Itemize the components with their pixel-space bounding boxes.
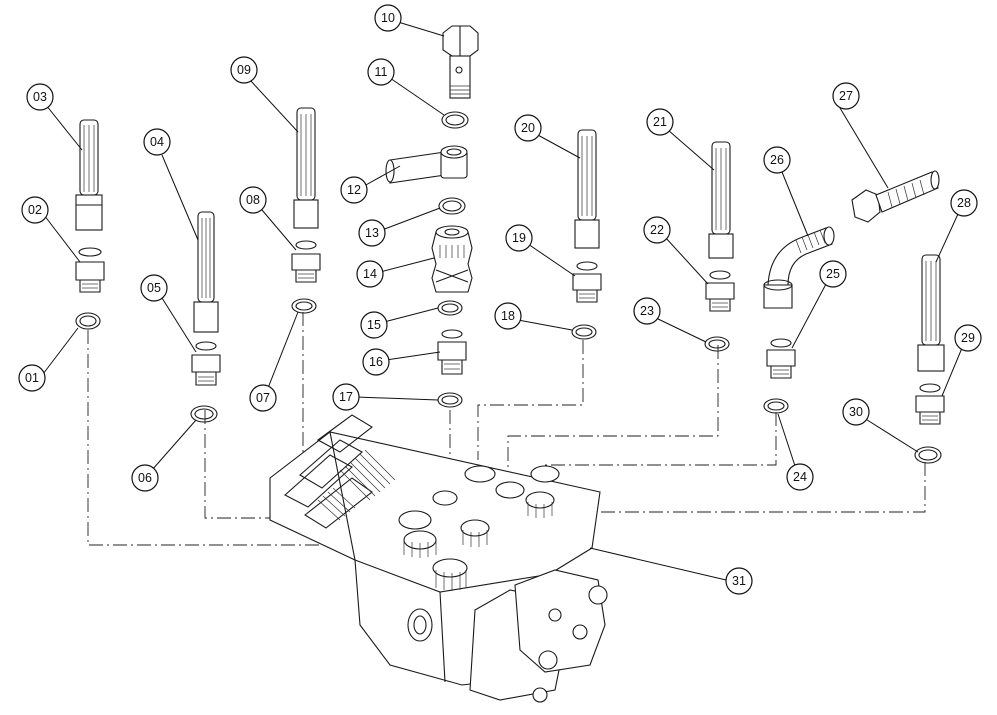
- part-03-tube: [75, 119, 103, 231]
- callout-16: 16: [362, 348, 441, 376]
- callout-23: 23: [633, 297, 707, 343]
- part-09-tube: [293, 107, 319, 229]
- svg-text:23: 23: [640, 304, 654, 318]
- svg-text:22: 22: [650, 223, 664, 237]
- callout-17: 17: [332, 383, 439, 411]
- svg-text:15: 15: [367, 318, 381, 332]
- part-22-fitting: [705, 270, 735, 312]
- svg-text:21: 21: [653, 115, 667, 129]
- callout-08: 08: [239, 186, 297, 251]
- part-28-tube: [917, 254, 945, 372]
- svg-text:10: 10: [381, 11, 395, 25]
- callout-22: 22: [643, 216, 709, 285]
- svg-text:31: 31: [732, 574, 746, 588]
- callout-27: 27: [832, 82, 889, 189]
- svg-text:24: 24: [793, 470, 807, 484]
- svg-text:16: 16: [369, 355, 383, 369]
- part-10-banjo-bolt: [442, 25, 479, 99]
- part-05-fitting: [191, 341, 221, 386]
- part-30-o-ring: [914, 446, 942, 464]
- part-14-check-valve: [431, 225, 473, 293]
- svg-text:28: 28: [957, 196, 971, 210]
- svg-text:03: 03: [33, 90, 47, 104]
- svg-text:11: 11: [375, 65, 388, 79]
- svg-text:13: 13: [365, 226, 379, 240]
- svg-text:20: 20: [521, 121, 535, 135]
- part-19-fitting: [572, 261, 602, 303]
- callout-26: 26: [763, 146, 809, 237]
- callout-03: 03: [26, 83, 83, 151]
- part-06-o-ring: [190, 405, 218, 423]
- part-12-banjo-fitting: [385, 145, 468, 184]
- part-25-fitting: [766, 338, 796, 379]
- callout-15: 15: [360, 307, 439, 339]
- callout-25: 25: [791, 260, 847, 349]
- callout-11: 11: [367, 58, 445, 116]
- part-26-elbow: [763, 226, 835, 309]
- svg-text:04: 04: [150, 135, 164, 149]
- part-24-o-ring: [763, 398, 789, 414]
- part-20-tube: [574, 129, 600, 249]
- part-13-washer: [438, 197, 466, 215]
- part-27-tube: [851, 170, 940, 223]
- part-08-fitting: [291, 240, 321, 283]
- callout-24: 24: [777, 413, 814, 491]
- callout-07: 07: [249, 311, 299, 412]
- part-07-o-ring: [291, 298, 317, 314]
- callouts: 01 02 03 04 05 06 07 08: [18, 4, 982, 595]
- callout-28: 28: [935, 189, 978, 263]
- svg-text:05: 05: [147, 281, 161, 295]
- callout-20: 20: [514, 114, 581, 159]
- callout-10: 10: [374, 4, 445, 37]
- svg-text:29: 29: [961, 331, 975, 345]
- callout-02: 02: [21, 196, 81, 263]
- svg-text:01: 01: [25, 371, 39, 385]
- part-18-o-ring: [571, 324, 597, 340]
- svg-text:09: 09: [237, 63, 251, 77]
- callout-12: 12: [340, 165, 401, 204]
- svg-text:06: 06: [138, 471, 152, 485]
- part-21-tube: [708, 141, 734, 259]
- callout-06: 06: [131, 419, 197, 492]
- svg-text:17: 17: [339, 390, 353, 404]
- callout-05: 05: [140, 274, 197, 353]
- callout-09: 09: [230, 56, 299, 133]
- svg-text:26: 26: [770, 153, 784, 167]
- part-16-fitting: [437, 329, 467, 375]
- valve-body-assembly: [269, 414, 608, 703]
- svg-text:14: 14: [363, 267, 377, 281]
- part-29-fitting: [915, 383, 945, 425]
- svg-text:02: 02: [28, 203, 42, 217]
- callout-29: 29: [941, 324, 982, 397]
- svg-text:30: 30: [849, 405, 863, 419]
- callout-19: 19: [505, 224, 576, 277]
- assembly-guide-lines: [87, 312, 926, 546]
- callout-13: 13: [358, 207, 441, 247]
- part-23-o-ring: [704, 336, 730, 352]
- callout-04: 04: [143, 128, 199, 241]
- part-04-tube: [193, 211, 219, 333]
- part-02-fitting: [75, 247, 105, 293]
- callout-01: 01: [18, 327, 79, 392]
- svg-text:19: 19: [512, 231, 526, 245]
- svg-text:25: 25: [826, 267, 840, 281]
- svg-text:07: 07: [256, 391, 270, 405]
- callout-14: 14: [356, 257, 435, 288]
- callout-30: 30: [842, 398, 919, 453]
- svg-text:18: 18: [501, 309, 515, 323]
- callout-18: 18: [494, 302, 573, 331]
- svg-text:08: 08: [246, 193, 260, 207]
- callout-31: 31: [589, 547, 753, 595]
- svg-text:27: 27: [839, 89, 853, 103]
- part-01-o-ring: [75, 312, 101, 330]
- part-11-washer: [441, 111, 469, 129]
- svg-text:12: 12: [347, 183, 361, 197]
- callout-21: 21: [646, 108, 715, 171]
